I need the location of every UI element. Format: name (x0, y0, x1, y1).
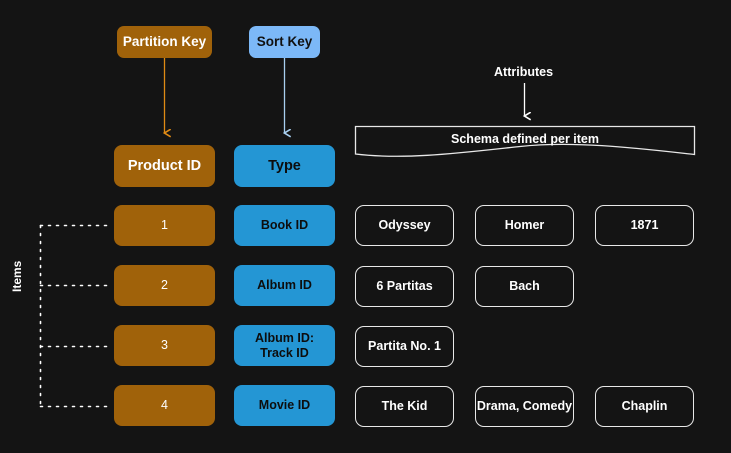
table-row: 3 (114, 325, 215, 366)
items-bracket (39, 224, 113, 408)
items-bracket-label: Items (10, 260, 24, 292)
partition-key-callout: Partition Key (117, 26, 212, 58)
table-row: Book ID (234, 205, 335, 246)
table-row: Album ID: Track ID (234, 325, 335, 366)
header-cell-type: Type (234, 145, 335, 187)
table-row: 1871 (595, 205, 694, 246)
table-row: 4 (114, 385, 215, 426)
schema-banner-label: Schema defined per item (451, 132, 599, 146)
table-row: Album ID (234, 265, 335, 306)
table-row: Bach (475, 266, 574, 307)
table-row: 2 (114, 265, 215, 306)
table-row: The Kid (355, 386, 454, 427)
attributes-callout-label: Attributes (494, 65, 554, 79)
header-cell-product-id: Product ID (114, 145, 215, 187)
table-row: 1 (114, 205, 215, 246)
table-row: Partita No. 1 (355, 326, 454, 367)
table-row: Odyssey (355, 205, 454, 246)
table-row: Drama, Comedy (475, 386, 574, 427)
table-row: 6 Partitas (355, 266, 454, 307)
table-row: Chaplin (595, 386, 694, 427)
sort-key-callout: Sort Key (249, 26, 320, 58)
table-row: Movie ID (234, 385, 335, 426)
table-row: Homer (475, 205, 574, 246)
